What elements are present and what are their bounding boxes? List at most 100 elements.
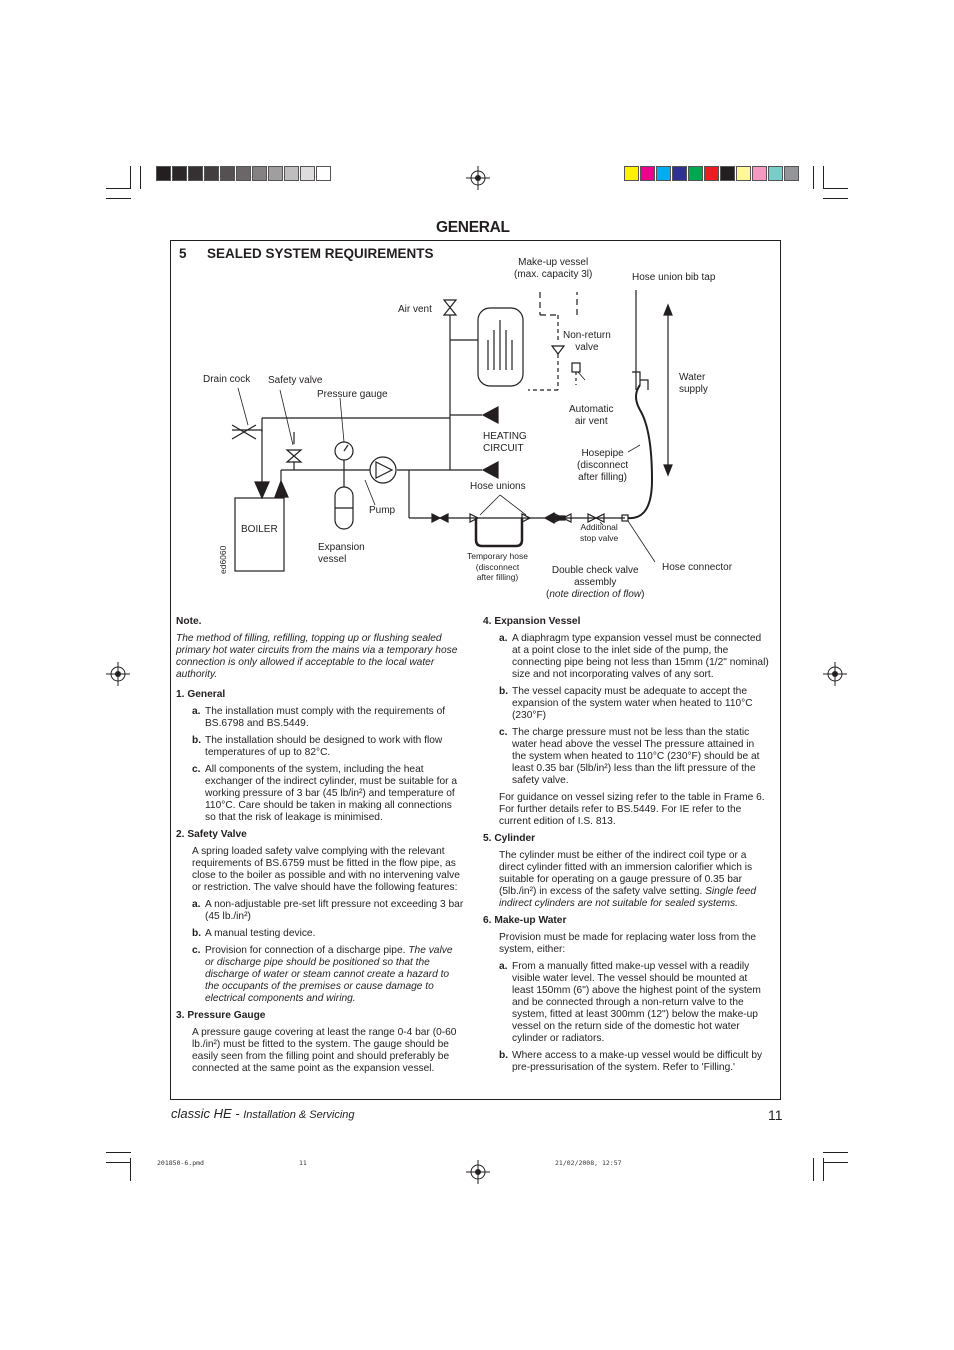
label-makeup-vessel: Make-up vessel(max. capacity 3l)	[514, 257, 593, 280]
list-item: b.A manual testing device.	[192, 928, 316, 939]
label-air-vent: Air vent	[398, 304, 432, 315]
color-swatch	[300, 166, 315, 181]
color-swatch	[720, 166, 735, 181]
heating-flow-arrow-icon	[481, 406, 499, 424]
crop-mark	[106, 1152, 131, 1153]
list-item: a.From a manually fitted make-up vessel …	[499, 961, 761, 1044]
boiler-box	[234, 497, 285, 572]
non-return-valve-icon	[550, 345, 566, 355]
crop-mark	[140, 166, 141, 189]
safety-valve-intro: A spring loaded safety valve complying w…	[192, 846, 460, 893]
air-vent-icon	[442, 299, 458, 316]
list-item: a.The installation must comply with the …	[192, 706, 446, 729]
crop-mark	[823, 1152, 848, 1153]
color-swatch	[624, 166, 639, 181]
crop-mark	[823, 1162, 848, 1163]
right-column: 4. Expansion Vessel a.A diaphragm type e…	[483, 616, 769, 1079]
bib-tap-icon	[632, 368, 649, 390]
left-column: Note. The method of filling, refilling, …	[176, 616, 464, 1080]
color-swatch	[768, 166, 783, 181]
color-swatch	[656, 166, 671, 181]
crop-mark	[823, 166, 824, 189]
heading-general: 1. General	[176, 689, 226, 700]
color-swatch	[704, 166, 719, 181]
heading-expansion-vessel: 4. Expansion Vessel	[483, 616, 581, 627]
flow-direction-arrow-icon	[543, 511, 566, 525]
list-item: c.Provision for connection of a discharg…	[192, 945, 453, 1004]
list-item: b.Where access to a make-up vessel would…	[499, 1050, 763, 1073]
label-safety-valve: Safety valve	[268, 375, 323, 386]
heading-safety-valve: 2. Safety Valve	[176, 829, 247, 840]
color-swatch	[752, 166, 767, 181]
color-swatch	[688, 166, 703, 181]
color-swatch	[784, 166, 799, 181]
color-swatch	[268, 166, 283, 181]
heating-return-arrow-icon	[481, 461, 499, 479]
note-text: The method of filling, refilling, toppin…	[176, 633, 458, 680]
frame-border	[170, 240, 781, 1100]
color-swatch	[220, 166, 235, 181]
color-swatch	[284, 166, 299, 181]
color-swatch	[156, 166, 171, 181]
label-drain-cock: Drain cock	[203, 374, 251, 385]
crop-mark	[106, 198, 131, 199]
makeup-intro: Provision must be made for replacing wat…	[499, 932, 757, 955]
list-item: c.All components of the system, includin…	[192, 764, 457, 823]
registration-target-icon	[466, 166, 490, 190]
flow-arrow-icon	[274, 479, 289, 498]
note-heading: Note.	[176, 616, 202, 627]
label-pressure-gauge: Pressure gauge	[317, 389, 388, 400]
color-swatch	[188, 166, 203, 181]
crop-mark	[823, 1158, 824, 1181]
label-pump: Pump	[369, 505, 396, 516]
color-swatch	[204, 166, 219, 181]
list-item: b.The vessel capacity must be adequate t…	[499, 686, 753, 721]
label-hose-union-bib-tap: Hose union bib tap	[632, 272, 716, 283]
crop-mark	[823, 198, 848, 199]
color-swatch	[316, 166, 331, 181]
label-boiler: BOILER	[241, 524, 278, 535]
heading-cylinder: 5. Cylinder	[483, 833, 536, 844]
crop-mark	[130, 1158, 131, 1181]
heading-pressure-gauge: 3. Pressure Gauge	[176, 1010, 266, 1021]
registration-target-icon	[823, 662, 847, 686]
color-swatch	[236, 166, 251, 181]
slug-page: 11	[299, 1159, 307, 1167]
drain-cock-icon	[231, 424, 257, 440]
registration-target-icon	[466, 1160, 490, 1184]
registration-target-icon	[106, 662, 130, 686]
return-arrow-icon	[254, 481, 270, 500]
hose-union-icon	[469, 513, 480, 523]
page-number: 11	[768, 1107, 783, 1123]
slug-file: 201850-6.pmd	[157, 1159, 204, 1167]
list-item: c.The charge pressure must not be less t…	[499, 727, 760, 786]
page-title: GENERAL	[436, 219, 510, 236]
section-number: 5	[179, 246, 187, 261]
crop-mark	[106, 188, 131, 189]
color-swatch	[252, 166, 267, 181]
stop-valve-icon	[431, 513, 449, 523]
color-swatch	[172, 166, 187, 181]
crop-mark	[823, 188, 848, 189]
color-swatch	[672, 166, 687, 181]
vessel-guidance: For guidance on vessel sizing refer to t…	[499, 792, 765, 827]
safety-valve-icon	[285, 449, 303, 463]
section-title: SEALED SYSTEM REQUIREMENTS	[207, 246, 434, 261]
cylinder	[477, 307, 524, 387]
footer-brand: classic HE - Installation & Servicing	[171, 1106, 355, 1121]
heading-makeup-water: 6. Make-up Water	[483, 915, 567, 926]
crop-mark	[130, 166, 131, 189]
label-hose-connector: Hose connector	[662, 562, 733, 573]
color-swatch	[736, 166, 751, 181]
makeup-vessel-outline	[539, 292, 578, 316]
temporary-hose	[474, 518, 524, 548]
